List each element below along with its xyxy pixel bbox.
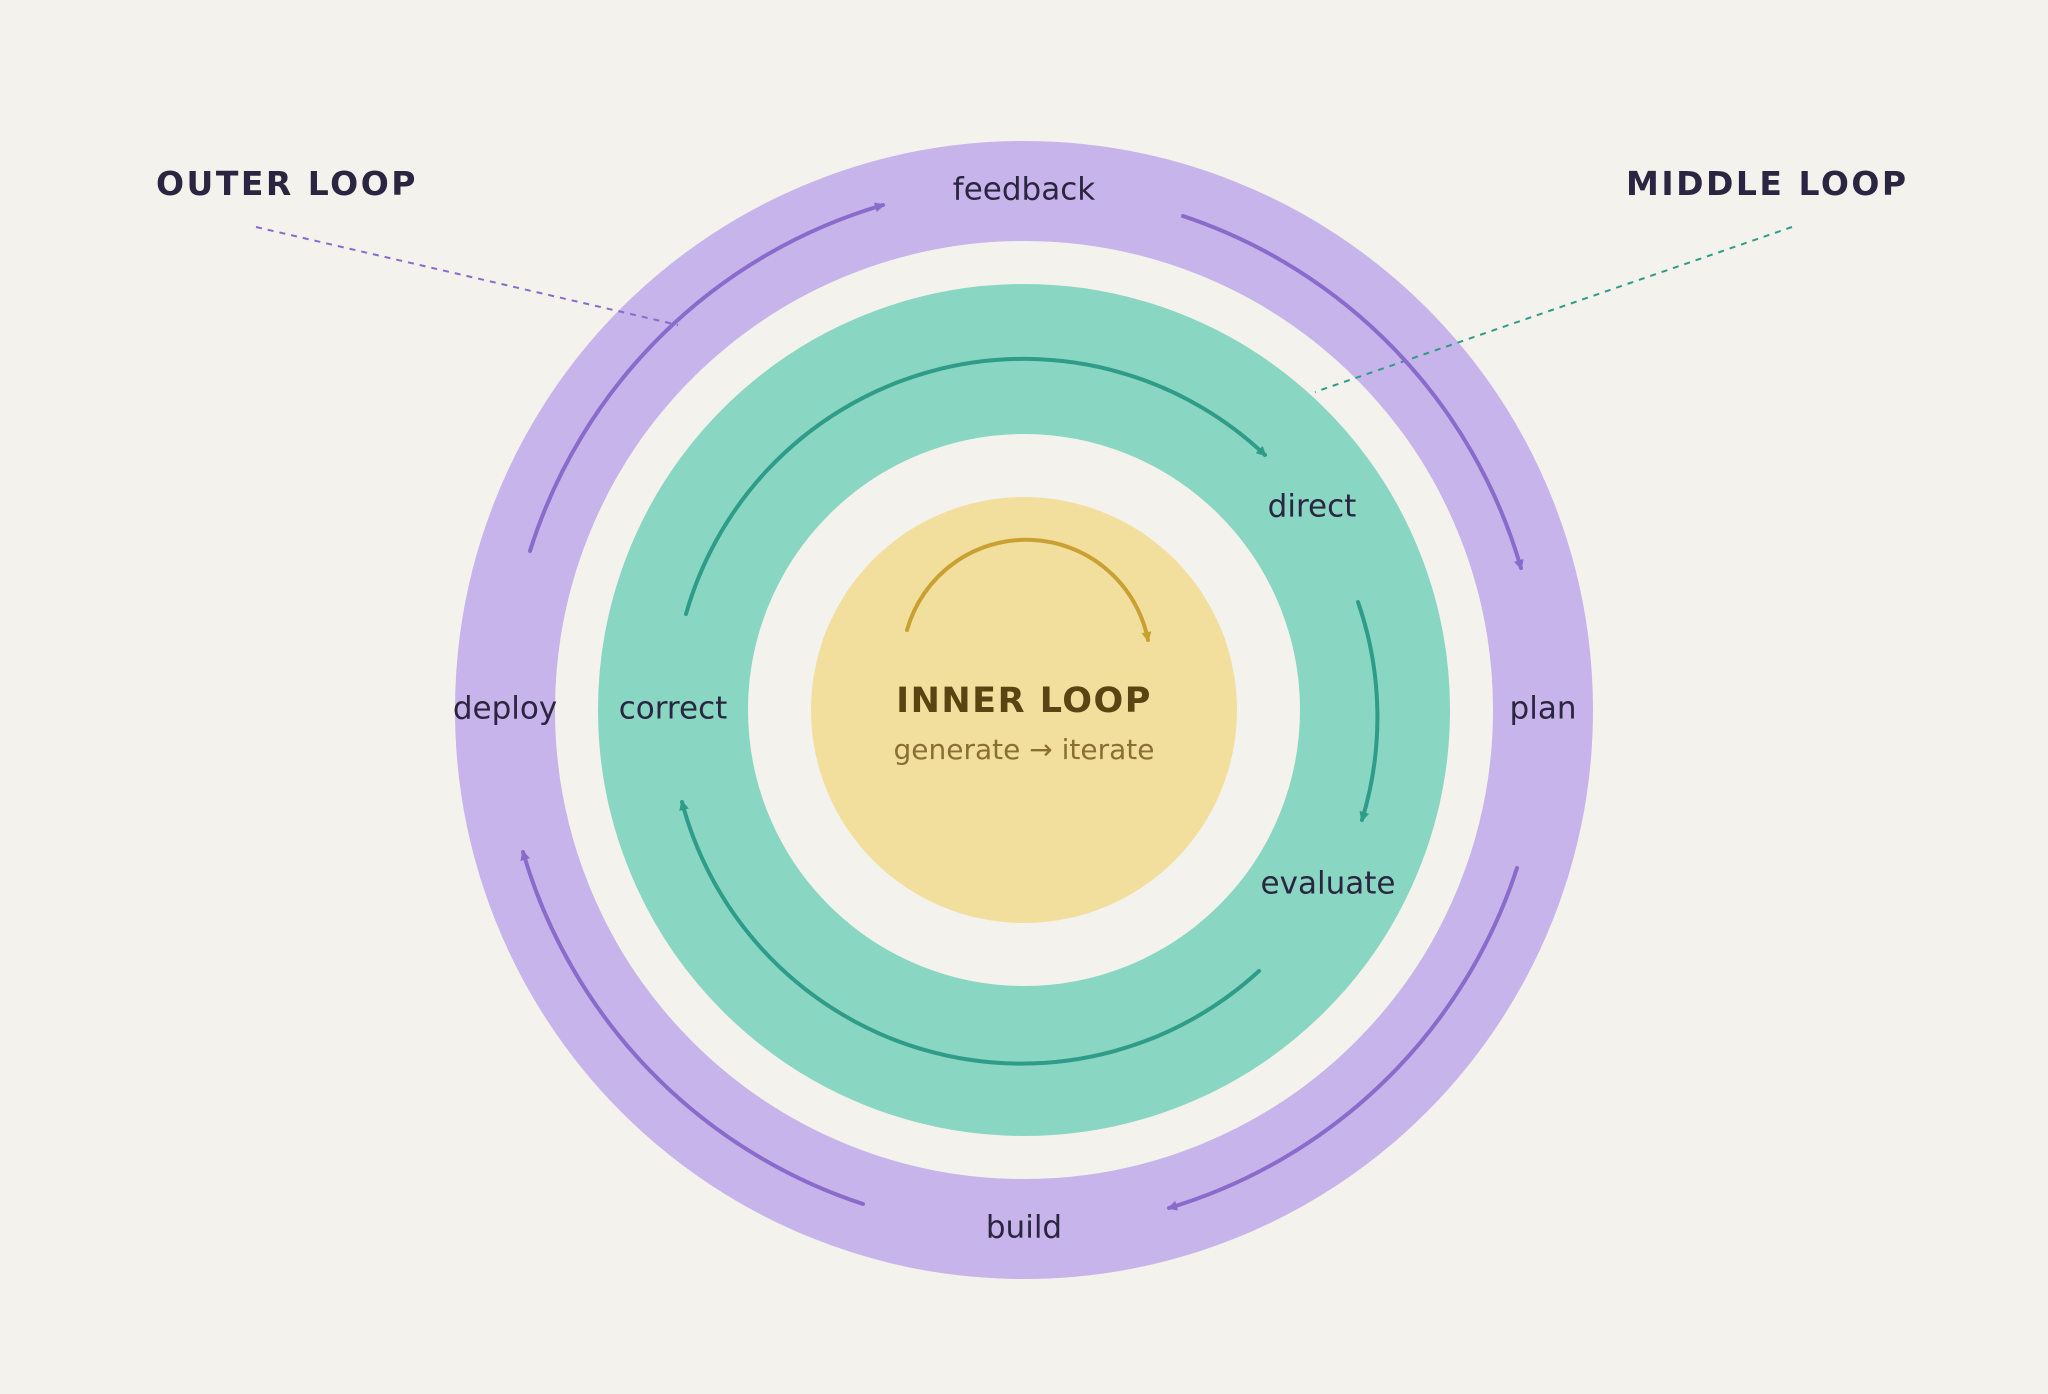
middle-stage-evaluate: evaluate: [1261, 866, 1396, 902]
middle-loop-leader-line: [1314, 226, 1793, 393]
outer-stage-build: build: [986, 1210, 1062, 1246]
outer-arrow-deploy-to-feedback: [528, 202, 885, 553]
outer-arrow-build-to-deploy: [520, 850, 865, 1206]
outer-loop-leader-line: [255, 226, 679, 326]
outer-stage-feedback: feedback: [953, 172, 1095, 208]
middle-loop-callout: MIDDLE LOOP: [1626, 164, 1909, 203]
outer-arrow-feedback-to-plan: [1181, 214, 1524, 570]
middle-arrow-evaluate-to-correct: [679, 800, 1261, 1066]
outer-stage-deploy: deploy: [453, 691, 557, 727]
outer-loop-ring: [455, 141, 1593, 1279]
inner-loop-title: INNER LOOP: [896, 681, 1152, 721]
outer-loop-callout: OUTER LOOP: [156, 164, 418, 203]
inner-arrow-icon: [905, 537, 1152, 642]
middle-stage-correct: correct: [619, 691, 728, 727]
inner-loop-subtitle: generate → iterate: [894, 733, 1155, 766]
middle-stage-direct: direct: [1268, 489, 1357, 525]
outer-arrow-plan-to-build: [1167, 866, 1519, 1211]
middle-arrow-correct-to-direct: [684, 356, 1267, 616]
middle-arrow-direct-to-evaluate: [1356, 600, 1380, 822]
outer-stage-plan: plan: [1510, 691, 1577, 727]
